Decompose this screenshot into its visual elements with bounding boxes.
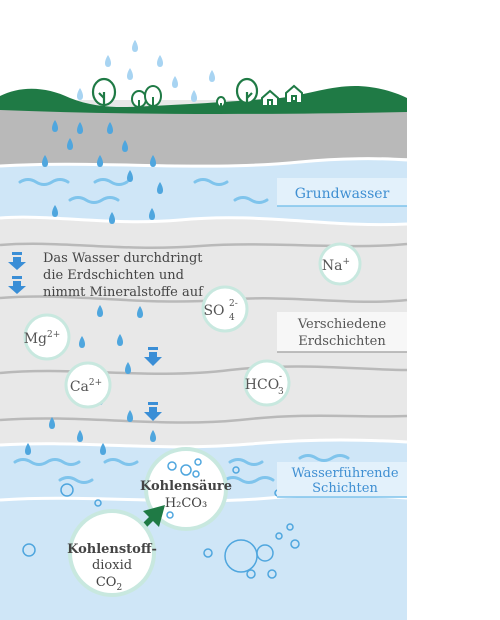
svg-text:HCO: HCO <box>245 377 279 393</box>
ion-hco3: HCO 3 - <box>243 359 291 407</box>
house-icon <box>285 84 303 104</box>
aquifer-label-box: Wasserführende Schichten <box>277 462 407 498</box>
co2-line2: dioxid <box>92 558 132 573</box>
groundwater-band-edge <box>0 215 408 227</box>
aquifer-label-line1: Wasserführende <box>291 466 398 481</box>
groundwater-band-edge <box>0 157 408 168</box>
ion-mg-sup: 2+ <box>47 330 60 340</box>
groundwater-band <box>0 158 407 225</box>
grass-hills <box>0 86 407 114</box>
ion-so4-sub: 4 <box>229 313 235 323</box>
svg-text:SO: SO <box>203 303 224 319</box>
process-text-line3: nimmt Mineralstoffe auf <box>43 285 204 300</box>
ion-hco3-sub: 3 <box>278 387 284 397</box>
carbonic-acid-circle: Kohlensäure H₂CO₃ <box>140 447 232 531</box>
ion-ca-base: Ca <box>70 379 89 395</box>
ion-so4: SO 4 2- <box>201 285 249 333</box>
svg-text:CO2: CO2 <box>96 575 122 593</box>
svg-text:Mg2+: Mg2+ <box>24 330 61 347</box>
down-arrow-icon <box>144 347 162 366</box>
co2-formula: CO <box>96 575 117 590</box>
svg-text:Ca2+: Ca2+ <box>70 378 102 395</box>
layers-label-line1: Verschiedene <box>297 317 387 332</box>
layers-label-line2: Erdschichten <box>298 334 386 349</box>
co2-formula-sub: 2 <box>116 583 122 593</box>
ion-so4-sup: 2- <box>229 299 238 309</box>
svg-text:Na+: Na+ <box>322 257 350 274</box>
process-text-line2: die Erdschichten und <box>43 268 184 283</box>
house-icon <box>261 89 279 107</box>
groundwater-label-box: Grundwasser <box>277 178 407 207</box>
ion-na-sup: + <box>343 257 351 267</box>
tree-icon <box>144 85 162 110</box>
carbonic-acid-name: Kohlensäure <box>140 479 232 494</box>
aquifer-waves <box>13 454 350 484</box>
aquifer-label-line2: Schichten <box>312 481 378 496</box>
ion-ca-sup: 2+ <box>89 378 102 388</box>
water-waves <box>18 178 269 204</box>
co2-circle: Kohlenstoff- dioxid CO2 <box>67 509 157 597</box>
down-arrow-icon <box>144 402 162 421</box>
down-arrow-icon <box>8 276 26 294</box>
ion-mg: Mg2+ <box>23 313 71 361</box>
rain-drops <box>77 40 215 102</box>
layers-label-box: Verschiedene Erdschichten <box>277 312 407 353</box>
groundwater-label: Grundwasser <box>295 186 390 202</box>
aquifer-band-edge <box>0 438 408 449</box>
process-text-line1: Das Wasser durchdringt <box>43 251 203 266</box>
ion-hco3-base: HCO <box>245 377 279 393</box>
tree-icon <box>235 77 259 108</box>
topsoil-layer <box>0 105 407 168</box>
ion-so4-base: SO <box>203 303 224 319</box>
ion-na-base: Na <box>322 258 343 274</box>
co2-line1: Kohlenstoff- <box>67 542 157 557</box>
ion-hco3-sup: - <box>279 372 282 382</box>
ion-na: Na+ <box>318 242 362 286</box>
tree-icon <box>216 96 226 108</box>
down-arrow-icon <box>8 252 26 270</box>
ion-ca: Ca2+ <box>64 361 112 409</box>
carbonic-acid-formula: H₂CO₃ <box>165 496 207 511</box>
ion-mg-base: Mg <box>24 331 47 347</box>
tree-icon <box>91 77 117 110</box>
